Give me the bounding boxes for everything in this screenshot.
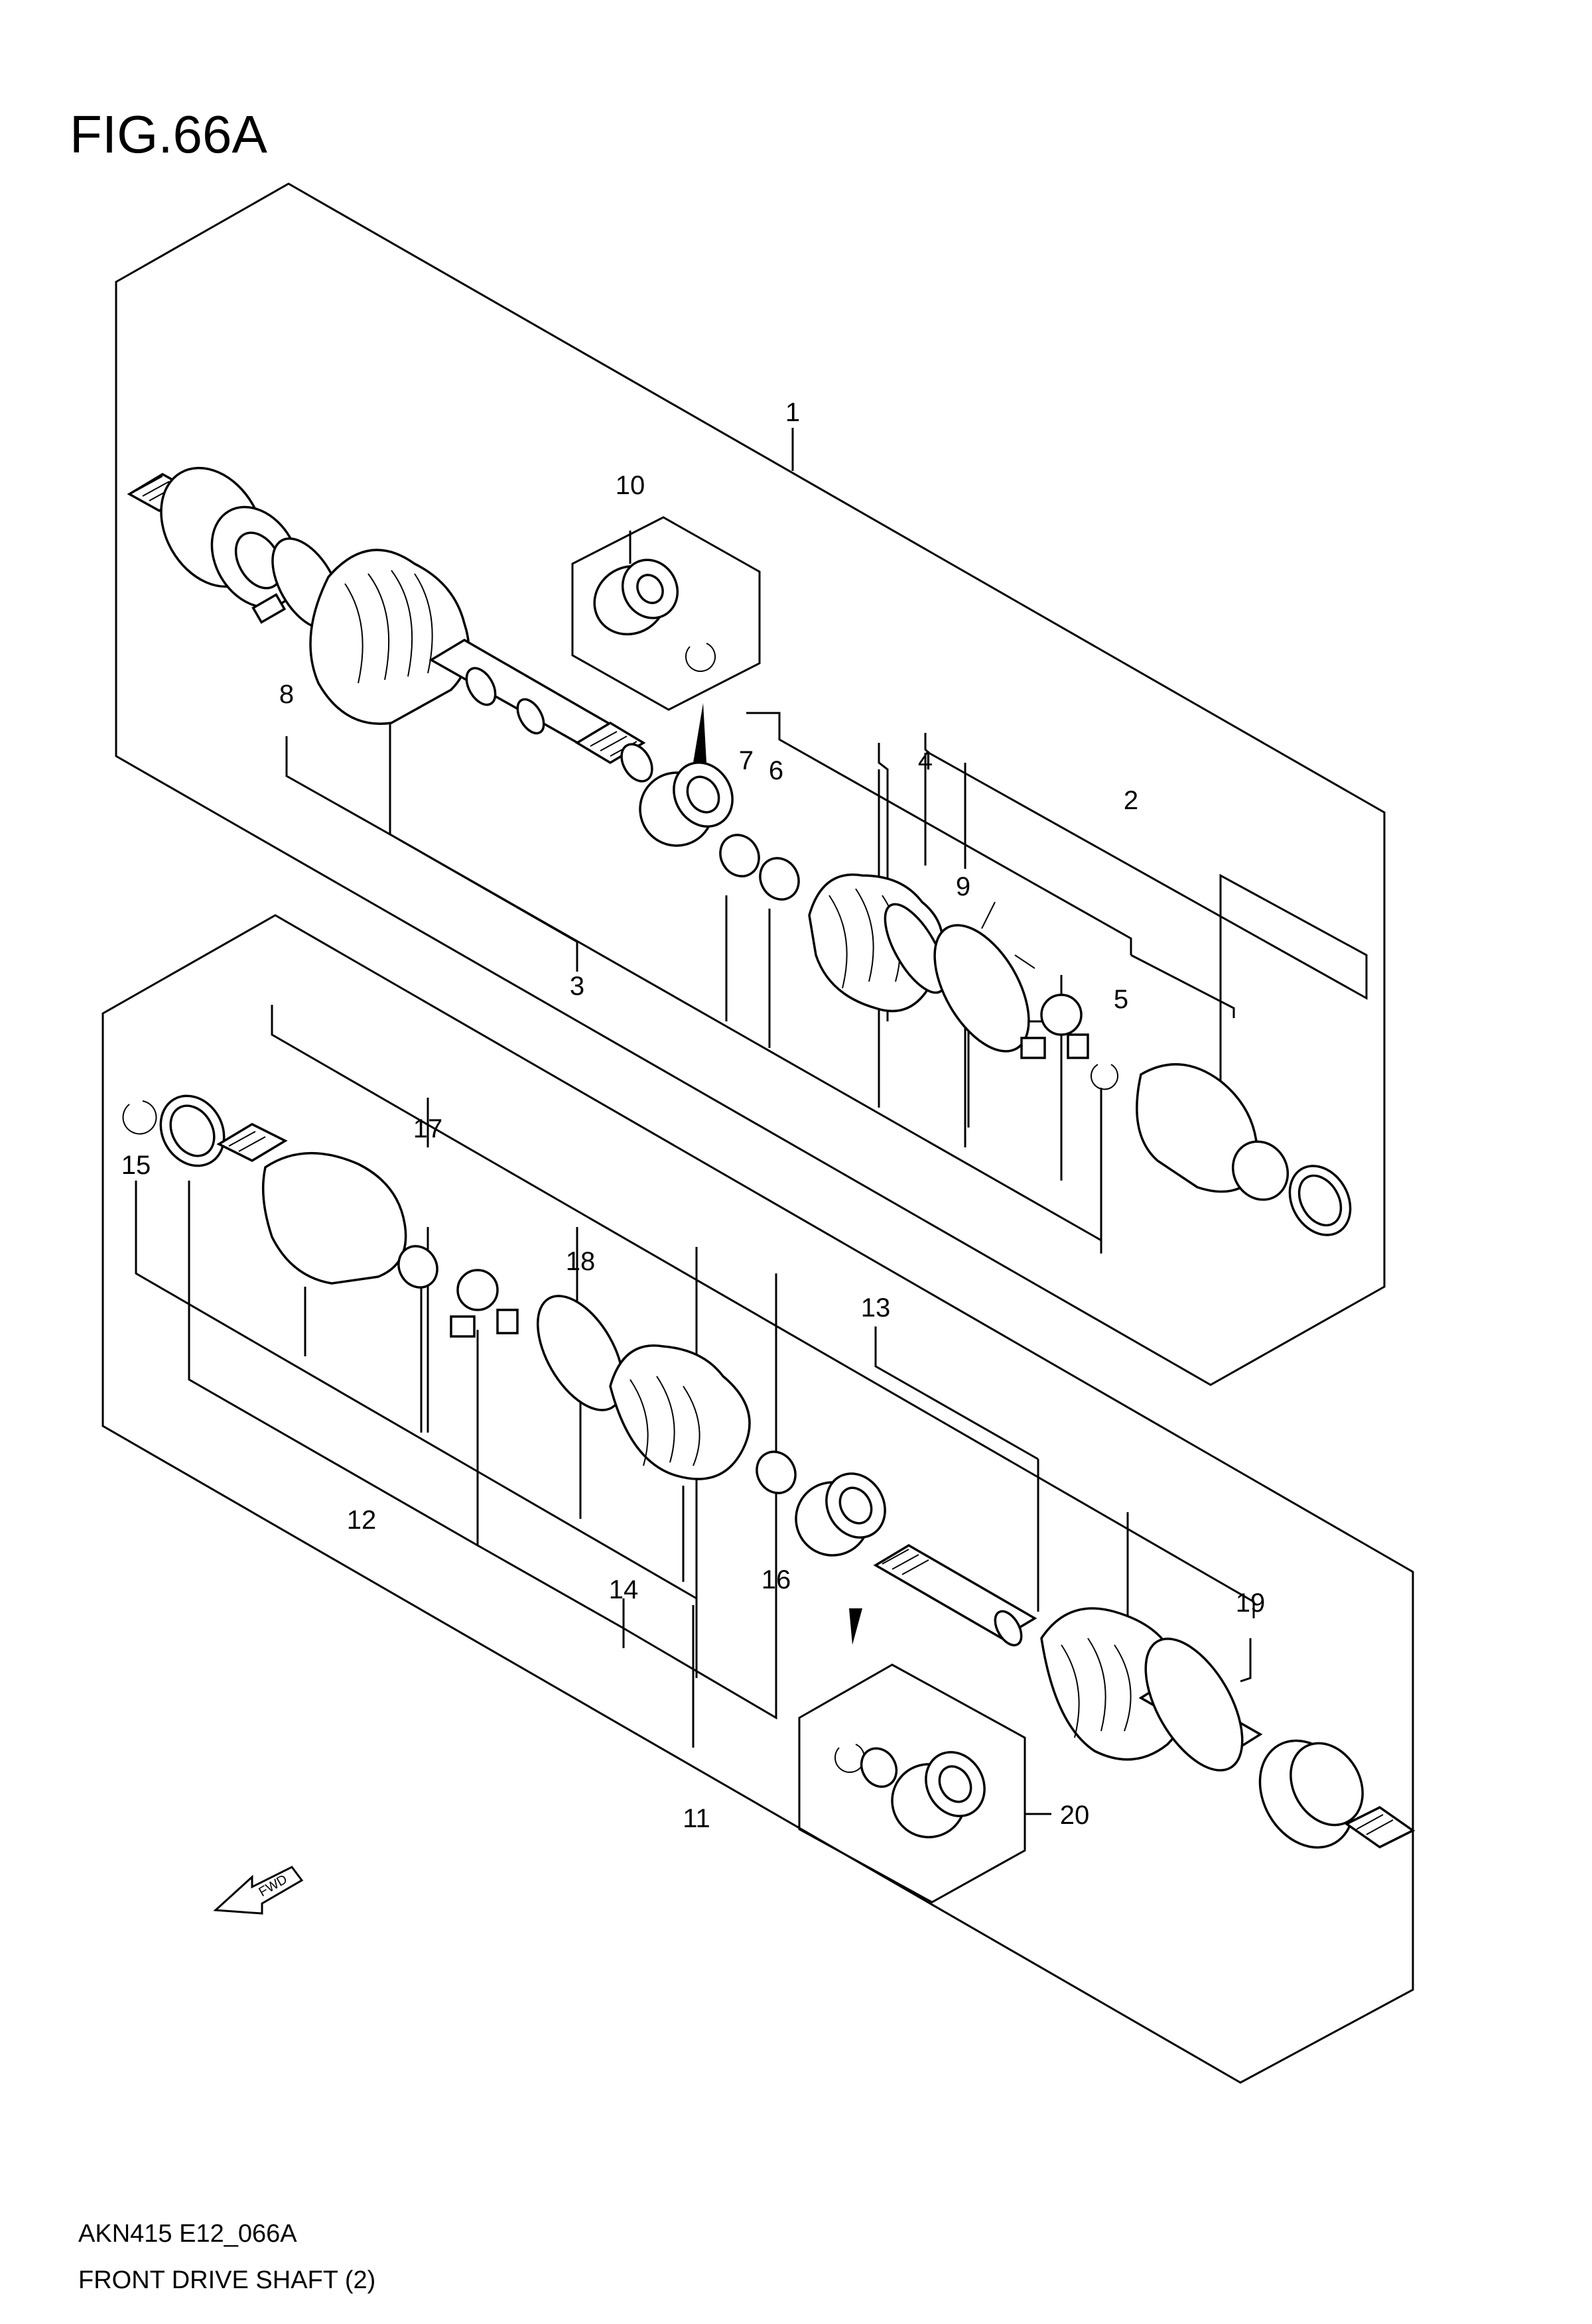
upper-assembly-frame xyxy=(115,182,1386,1386)
callout-9: 9 xyxy=(956,872,970,901)
diagram-code: AKN415 E12_066A xyxy=(78,2220,297,2248)
callout-8: 8 xyxy=(279,680,294,709)
callout-3: 3 xyxy=(570,972,584,1001)
callout-17: 17 xyxy=(413,1114,443,1143)
callout-11: 11 xyxy=(683,1804,710,1833)
callout-5: 5 xyxy=(1114,985,1128,1014)
callout-16: 16 xyxy=(762,1565,791,1594)
callout-12: 12 xyxy=(347,1506,377,1535)
callout-10: 10 xyxy=(616,471,645,500)
callout-19: 19 xyxy=(1236,1588,1266,1618)
callout-labels: 1 2 3 4 5 6 7 8 9 10 11 12 13 14 15 16 1… xyxy=(121,398,1266,1833)
callout-14: 14 xyxy=(609,1575,639,1604)
callout-4: 4 xyxy=(918,746,933,775)
callout-6: 6 xyxy=(769,756,783,785)
callout-15: 15 xyxy=(121,1151,151,1180)
callout-20: 20 xyxy=(1060,1801,1090,1830)
lower-assembly-frame xyxy=(101,914,1414,2084)
callout-1: 1 xyxy=(785,398,800,427)
upper-leader-lines xyxy=(285,428,1368,1254)
upper-shaft-drawing xyxy=(127,466,1352,1236)
kit-box-20 xyxy=(798,1663,1026,1904)
fwd-arrow-icon: FWD xyxy=(213,1866,304,1915)
kit-box-10 xyxy=(571,516,761,711)
callout-2: 2 xyxy=(1124,786,1138,815)
diagram-name: FRONT DRIVE SHAFT (2) xyxy=(78,2266,375,2294)
callout-7: 7 xyxy=(739,746,754,775)
lower-shaft-drawing xyxy=(122,1094,1416,1849)
callout-13: 13 xyxy=(861,1293,891,1323)
callout-18: 18 xyxy=(566,1247,596,1276)
figure-title: FIG.66A xyxy=(70,105,268,164)
